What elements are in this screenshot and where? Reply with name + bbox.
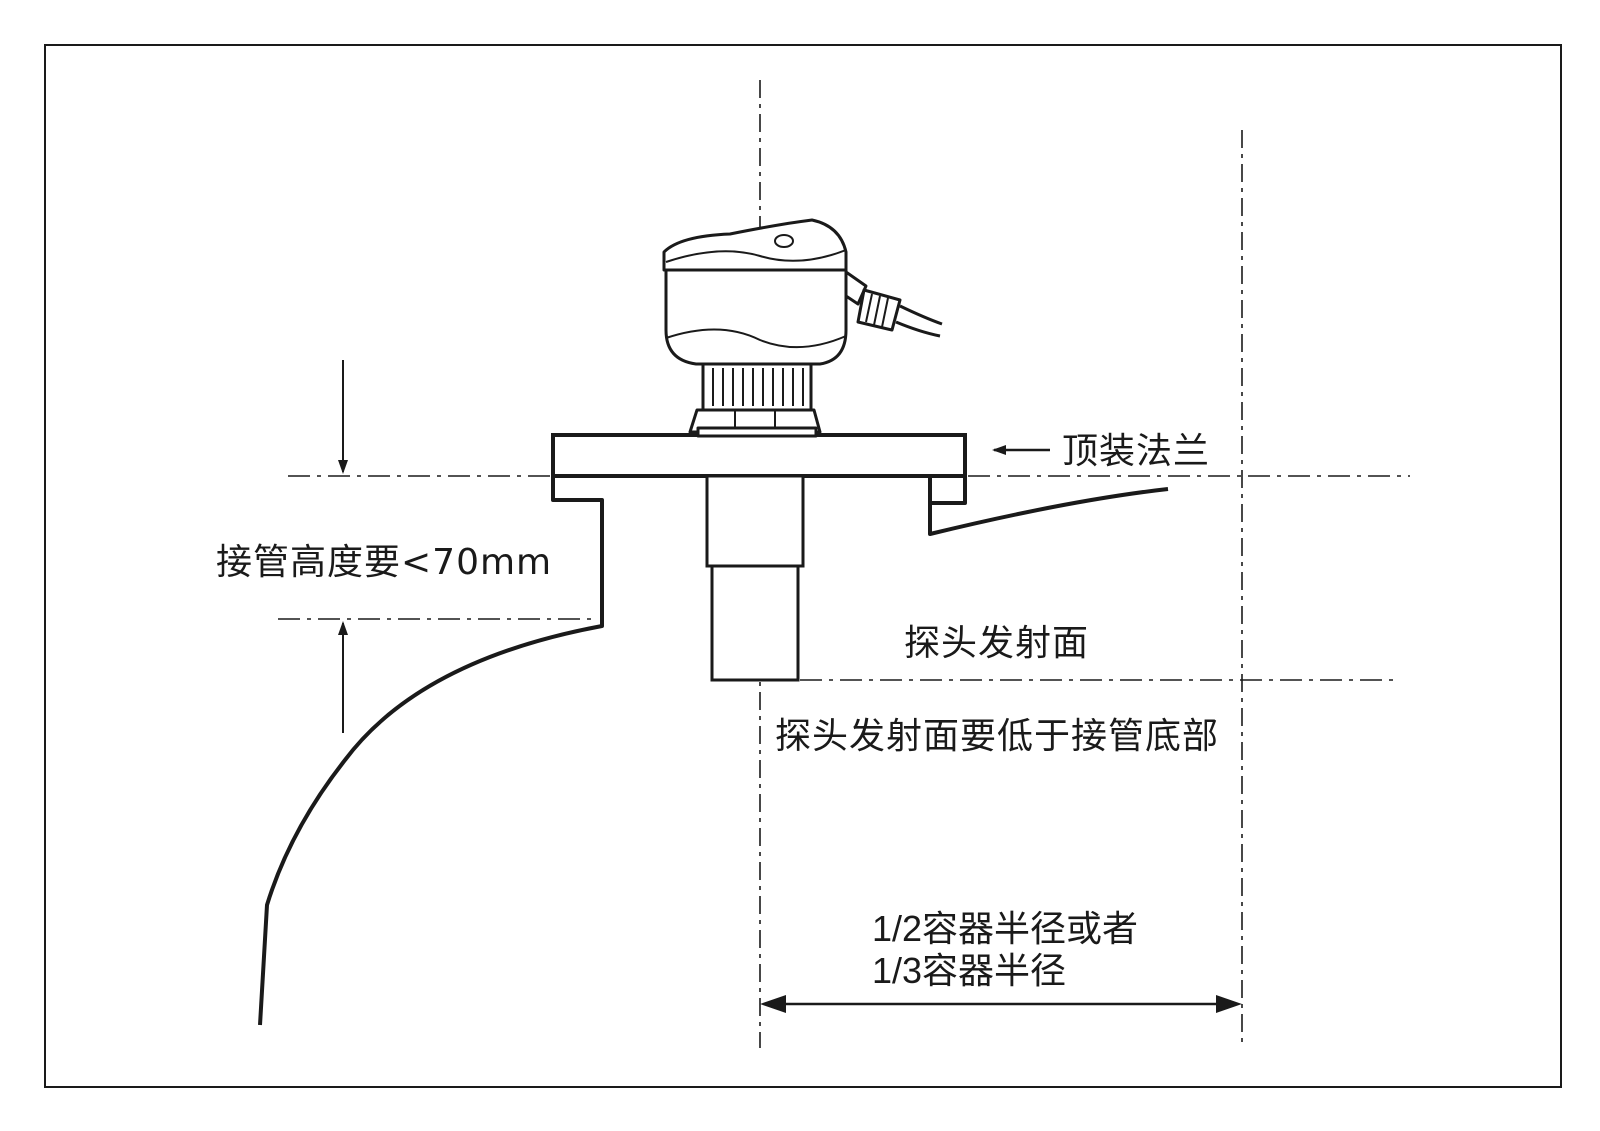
transmitter-head [662, 218, 943, 438]
housing-cap [662, 218, 848, 272]
flange-label: 顶装法兰 [1062, 431, 1211, 472]
probe-antenna-horn [710, 564, 800, 682]
cable-gland [844, 270, 868, 306]
top-flange [551, 433, 967, 478]
vessel-wall-left [258, 475, 604, 1026]
vessel-wall-right [928, 475, 1169, 536]
diagram-frame [44, 44, 1562, 1088]
probe-face-note: 探头发射面要低于接管底部 [775, 716, 1220, 757]
radius-arrowhead-right [1216, 995, 1242, 1013]
radius-label-line1: 1/2容器半径或者 [872, 908, 1139, 949]
radius-label-line2: 1/3容器半径 [872, 950, 1067, 991]
probe-antenna-upper [705, 474, 805, 568]
nozzle-height-label: 接管高度要<70mm [216, 542, 553, 583]
ribbed-coupling [701, 360, 813, 412]
housing-body [664, 268, 848, 366]
radius-arrowhead-left [760, 995, 786, 1013]
probe-face-label: 探头发射面 [904, 623, 1090, 664]
